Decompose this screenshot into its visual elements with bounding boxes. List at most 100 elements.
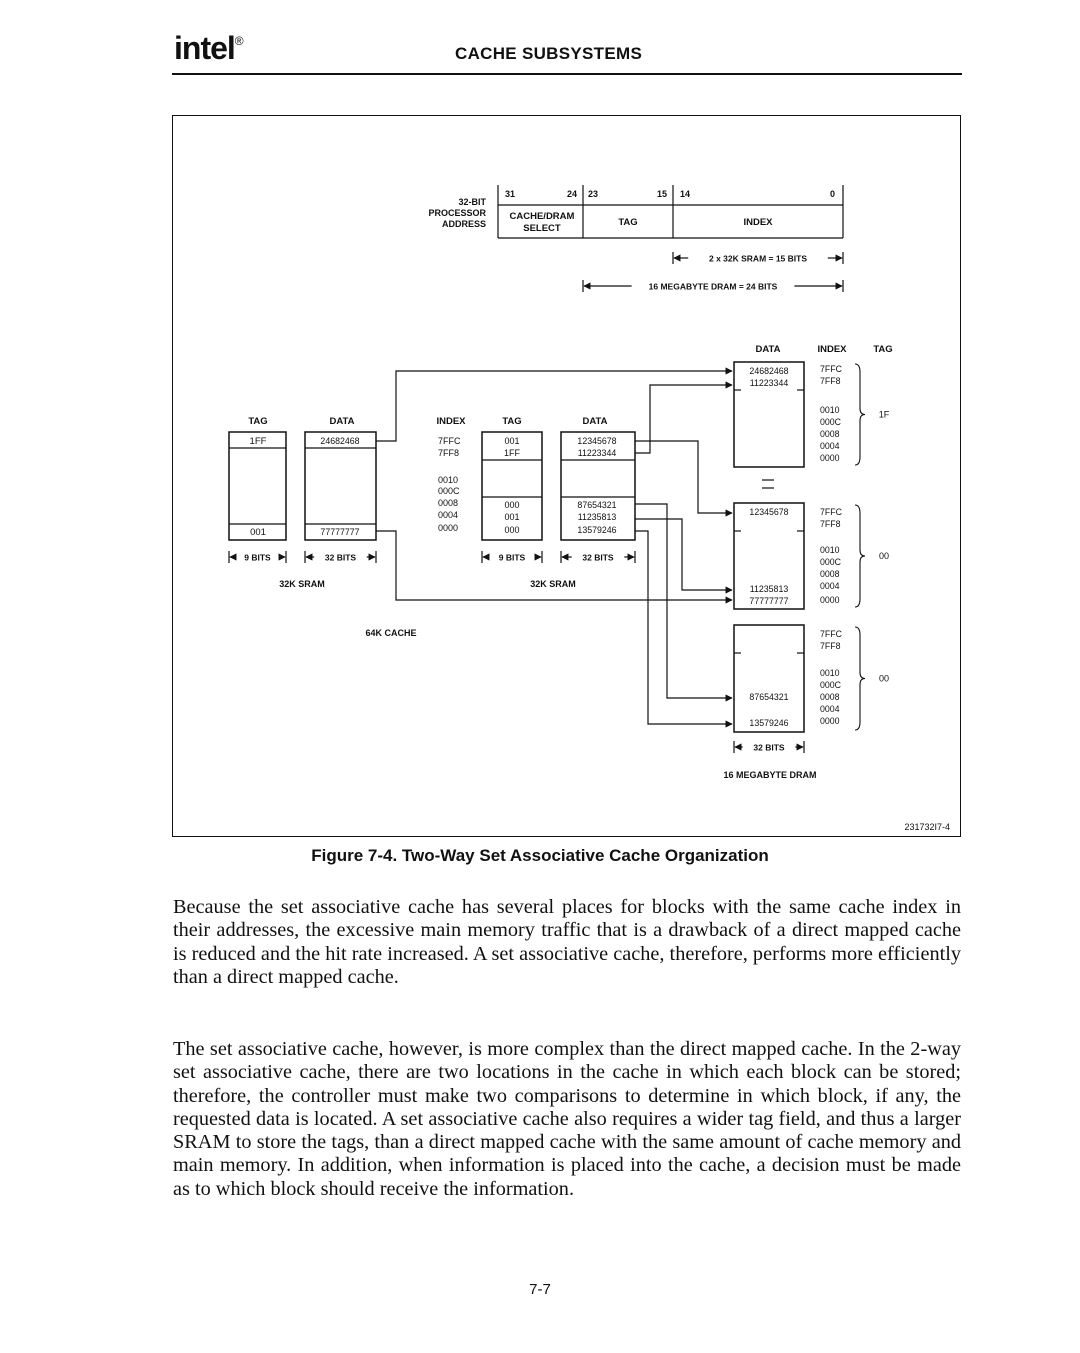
dram-data-header: DATA [756, 344, 781, 355]
field-cache-dram-select: SELECT [523, 223, 561, 234]
way2-row4-connection [635, 518, 733, 594]
dram-bits-dimension-label: 16 MEGABYTE DRAM = 24 BITS [649, 282, 778, 292]
dram-index-entry: 7FF8 [820, 641, 841, 651]
dram-index-entry: 7FFC [820, 364, 843, 374]
dram-index-entry: 0008 [820, 429, 840, 439]
bit-number: 14 [680, 189, 690, 199]
dram-index-entry: 0004 [820, 581, 840, 591]
logo-text: intel [174, 30, 236, 66]
dram-tag-value: 1F [879, 410, 890, 420]
dram-tag-value: 00 [879, 551, 889, 561]
way2-row3-connection [635, 503, 733, 702]
dram-tag-brace [854, 626, 866, 731]
field-index: INDEX [743, 217, 773, 228]
way1-data-bits-label: 32 BITS [325, 553, 357, 563]
way2-data-header: DATA [583, 416, 608, 427]
dram-index-entry: 0010 [820, 545, 840, 555]
way2-data-entry: 11223344 [578, 448, 617, 458]
way1-tag-header: TAG [248, 416, 267, 427]
dram-index-entry: 000C [820, 417, 842, 427]
way2-data-entry: 11235813 [578, 512, 617, 522]
way2-tag-entry: 001 [504, 512, 519, 522]
dram-index-entry: 0008 [820, 569, 840, 579]
way2-data-entry: 13579246 [577, 525, 616, 535]
dram-tag-brace [854, 504, 866, 608]
way1-tag-bits-label: 9 BITS [244, 553, 271, 563]
dram-data-entry: 24682468 [749, 366, 788, 376]
cache-index-entry: 7FF8 [438, 448, 459, 458]
cache-index-entry: 000C [438, 486, 460, 496]
way2-tag-array [481, 431, 543, 541]
cache-index-entry: 7FFC [438, 436, 461, 446]
bit-number: 31 [505, 189, 515, 199]
intel-logo: intel® [174, 30, 244, 67]
dram-index-entry: 0000 [820, 453, 840, 463]
dram-data-entry: 87654321 [749, 692, 788, 702]
way2-sram-label: 32K SRAM [530, 579, 576, 589]
dram-index-entry: 0004 [820, 441, 840, 451]
dram-size-label: 16 MEGABYTE DRAM [723, 770, 816, 780]
dram-index-entry: 000C [820, 680, 842, 690]
way1-tag-entry: 001 [250, 527, 266, 538]
dram-tag-brace [854, 363, 866, 466]
dram-tag-header: TAG [873, 344, 892, 355]
dram-index-entry: 7FF8 [820, 519, 841, 529]
cache-index-entry: 0010 [438, 475, 458, 485]
dram-data-entry: 11235813 [750, 584, 789, 594]
way2-tag-header: TAG [502, 416, 521, 427]
cache-index-entry: 0008 [438, 498, 458, 508]
dram-index-entry: 0000 [820, 716, 840, 726]
way2-tag-entry: 1FF [504, 448, 521, 458]
cache-size-label: 64K CACHE [365, 628, 416, 638]
way2-row1-connection [635, 440, 733, 517]
way1-tag-array [228, 431, 287, 541]
way1-data-entry: 77777777 [320, 527, 359, 537]
dram-index-entry: 7FFC [820, 507, 843, 517]
page-number: 7-7 [529, 1281, 551, 1298]
way1-bottom-connection [376, 530, 733, 604]
running-header-title: CACHE SUBSYSTEMS [455, 44, 643, 63]
dram-data-entry: 77777777 [749, 596, 788, 606]
way2-data-entry: 87654321 [577, 500, 616, 510]
dram-index-entry: 7FFC [820, 629, 843, 639]
way1-top-connection [376, 367, 733, 442]
dram-index-entry: 0008 [820, 692, 840, 702]
dram-index-header: INDEX [817, 344, 847, 355]
dram-index-entry: 7FF8 [820, 376, 841, 386]
dram-data-entry: 13579246 [749, 718, 788, 728]
field-tag: TAG [618, 217, 637, 228]
address-label-line: PROCESSOR [428, 208, 486, 218]
bit-number: 15 [657, 189, 667, 199]
address-label-line: ADDRESS [442, 219, 486, 229]
body-paragraph-2: The set associative cache, however, is m… [173, 1038, 961, 1200]
cache-index-header: INDEX [436, 416, 466, 427]
cache-index-entry: 0000 [438, 523, 458, 533]
field-cache-dram-select: CACHE/DRAM [510, 211, 575, 222]
dram-block-3 [733, 624, 805, 733]
dram-index-entry: 0004 [820, 704, 840, 714]
way1-data-array [304, 431, 377, 541]
way2-tag-entry: 000 [504, 525, 519, 535]
way1-data-entry: 24682468 [320, 436, 359, 446]
dram-data-entry: 11223344 [750, 378, 789, 388]
dram-index-entry: 0010 [820, 405, 840, 415]
dram-block-2 [733, 502, 805, 610]
way2-tag-bits-label: 9 BITS [499, 553, 526, 563]
dram-block-1 [733, 361, 805, 468]
dram-index-entry: 0010 [820, 668, 840, 678]
cache-index-entry: 0004 [438, 510, 458, 520]
way2-tag-entry: 001 [504, 436, 519, 446]
figure-id: 231732I7-4 [904, 822, 950, 832]
way1-data-header: DATA [330, 416, 355, 427]
way2-row5-connection [635, 530, 733, 728]
dram-index-entry: 0000 [820, 595, 840, 605]
address-label-line: 32-BIT [458, 197, 486, 207]
bit-number: 23 [588, 189, 598, 199]
bit-number: 0 [830, 189, 835, 199]
sram-bits-dimension-label: 2 x 32K SRAM = 15 BITS [709, 254, 807, 264]
figure-caption: Figure 7-4. Two-Way Set Associative Cach… [311, 846, 769, 865]
way2-data-bits-label: 32 BITS [582, 553, 614, 563]
way2-row2-connection [635, 381, 733, 454]
